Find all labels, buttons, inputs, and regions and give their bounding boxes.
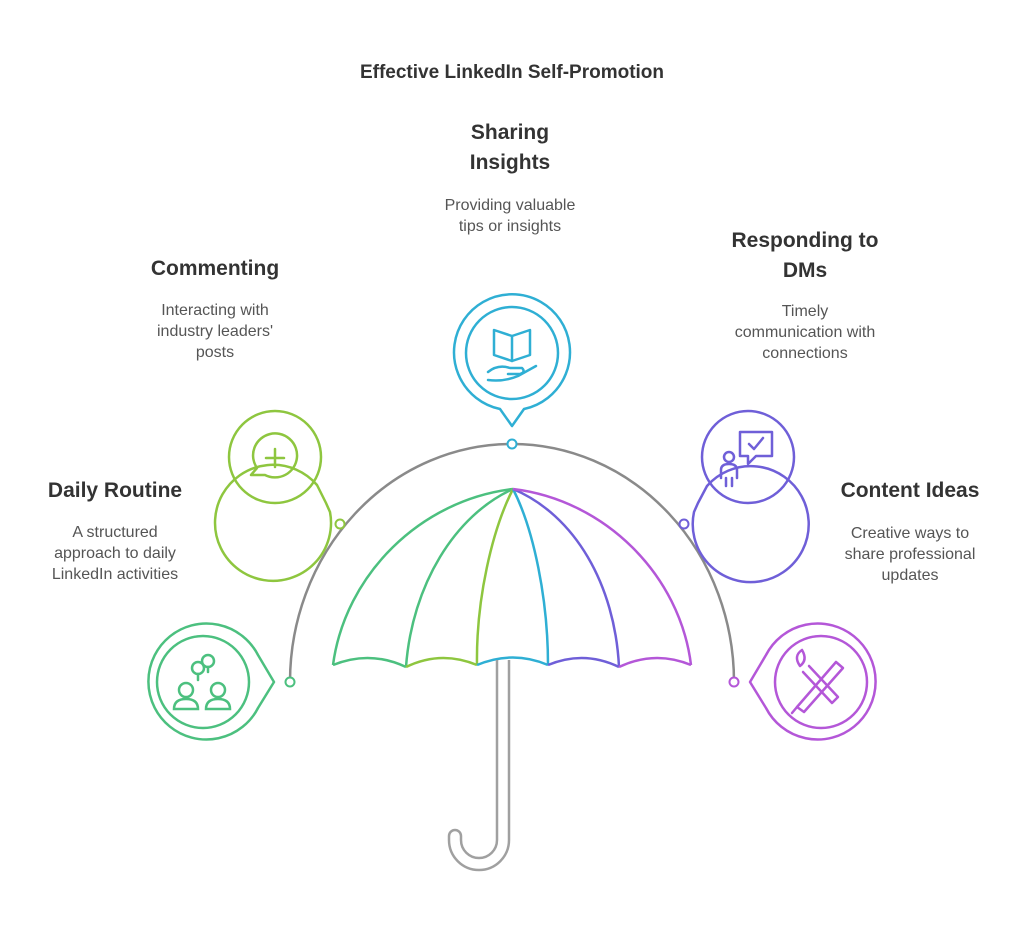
umbrella-canopy bbox=[331, 487, 693, 669]
content-ideas-connector-dot bbox=[728, 676, 740, 688]
canopy-hem-4 bbox=[547, 656, 620, 669]
commenting-bubble bbox=[213, 409, 346, 583]
commenting-inner-ring bbox=[227, 409, 323, 505]
daily-routine-inner-ring bbox=[155, 634, 251, 730]
canopy-rib-left-inner bbox=[404, 487, 514, 668]
umbrella-handle bbox=[447, 660, 511, 872]
two-people-linked-icon bbox=[172, 653, 232, 711]
canopy-rib-right-outer bbox=[512, 487, 693, 666]
canopy-hem-1 bbox=[332, 656, 407, 669]
person-message-check-icon bbox=[719, 430, 774, 488]
sharing-insights-desc-line: tips or insights bbox=[458, 218, 562, 235]
book-in-hand-icon bbox=[486, 328, 538, 382]
responding-dms-desc-line: communication with bbox=[734, 324, 876, 341]
daily-routine-desc-line: approach to daily bbox=[54, 545, 176, 562]
content-ideas-description: Creative ways to share professional upda… bbox=[810, 523, 1010, 586]
daily-routine-bubble-outline bbox=[147, 622, 276, 741]
responding-dms-bubble bbox=[678, 409, 810, 584]
responding-dms-desc-line: Timely bbox=[781, 303, 829, 320]
canopy-rib-center-right bbox=[511, 488, 550, 666]
sharing-insights-heading-line: Sharing bbox=[470, 121, 550, 144]
daily-routine-description: A structured approach to daily LinkedIn … bbox=[20, 522, 210, 585]
page-title: Effective LinkedIn Self-Promotion bbox=[359, 62, 665, 83]
daily-routine-bubble bbox=[147, 622, 296, 741]
daily-routine-desc-line: A structured bbox=[72, 524, 158, 541]
canopy-rib-right-inner bbox=[512, 487, 621, 668]
responding-dms-description: Timely communication with connections bbox=[705, 301, 905, 364]
commenting-desc-line: industry leaders' bbox=[157, 323, 273, 340]
pen-and-brush-icon bbox=[790, 648, 845, 715]
comment-plus-icon bbox=[249, 432, 299, 479]
sharing-insights-description: Providing valuable tips or insights bbox=[410, 195, 610, 237]
commenting-connector-dot bbox=[334, 518, 346, 530]
content-ideas-inner-ring bbox=[773, 634, 869, 730]
daily-routine-heading: Daily Routine bbox=[47, 479, 183, 502]
commenting-desc-line: posts bbox=[195, 344, 235, 361]
sharing-insights-desc-line: Providing valuable bbox=[444, 197, 576, 214]
daily-routine-connector-dot bbox=[284, 676, 296, 688]
content-ideas-desc-line: updates bbox=[881, 567, 939, 584]
canopy-hem-5 bbox=[618, 656, 692, 669]
responding-dms-connector-dot bbox=[678, 518, 690, 530]
outer-arc bbox=[288, 442, 736, 683]
commenting-description: Interacting with industry leaders' posts bbox=[115, 300, 315, 363]
responding-dms-heading-line: DMs bbox=[782, 259, 828, 282]
responding-dms-heading: Responding to DMs bbox=[700, 226, 910, 286]
canopy-rib-left-outer bbox=[331, 487, 514, 666]
commenting-desc-line: Interacting with bbox=[161, 302, 269, 319]
responding-dms-heading-line: Responding to bbox=[731, 229, 879, 252]
content-ideas-desc-line: Creative ways to bbox=[850, 525, 970, 542]
content-ideas-desc-line: share professional bbox=[844, 546, 976, 563]
sharing-insights-inner-ring bbox=[464, 305, 560, 401]
sharing-insights-heading-line: Insights bbox=[469, 151, 551, 174]
canopy-rib-center-left bbox=[475, 488, 515, 666]
content-ideas-heading: Content Ideas bbox=[840, 479, 980, 502]
responding-dms-desc-line: connections bbox=[762, 345, 848, 362]
canopy-hem-3 bbox=[476, 656, 549, 667]
canopy-hem-2 bbox=[405, 656, 478, 669]
content-ideas-bubble bbox=[728, 622, 877, 741]
daily-routine-desc-line: LinkedIn activities bbox=[51, 566, 179, 583]
commenting-heading: Commenting bbox=[150, 257, 280, 280]
sharing-insights-connector-dot bbox=[506, 438, 518, 450]
responding-dms-inner-ring bbox=[700, 409, 796, 505]
sharing-insights-heading: Sharing Insights bbox=[410, 118, 610, 178]
sharing-insights-bubble bbox=[452, 293, 572, 450]
